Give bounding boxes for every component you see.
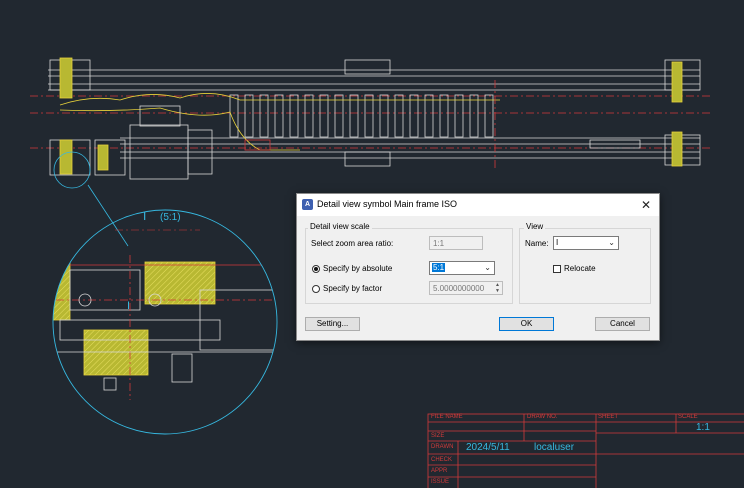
name-label: Name:	[525, 239, 549, 248]
view-group-legend: View	[524, 222, 545, 231]
absolute-scale-value: 5:1	[432, 263, 445, 272]
section-label: I	[143, 209, 146, 223]
chevron-down-icon[interactable]: ⌄	[608, 237, 615, 249]
tb-sheet: SHEET	[598, 414, 618, 420]
tb-user: localuser	[534, 442, 574, 453]
zoom-ratio-field: 1:1	[429, 236, 483, 250]
setting-button[interactable]: Setting...	[305, 317, 360, 331]
tb-check: CHECK	[431, 457, 452, 463]
dialog-title: Detail view symbol Main frame ISO	[317, 199, 457, 209]
ok-button[interactable]: OK	[499, 317, 554, 331]
tb-appr: APPR	[431, 468, 447, 474]
view-name-combo[interactable]: I ⌄	[553, 236, 619, 250]
factor-input: 5.0000000000 ▲▼	[429, 281, 503, 295]
relocate-label[interactable]: Relocate	[564, 264, 596, 273]
close-icon[interactable]: ✕	[637, 196, 655, 214]
absolute-radio[interactable]	[312, 265, 320, 273]
view-name-value: I	[556, 238, 558, 247]
detail-boundary-large	[53, 210, 277, 434]
scale-group-legend: Detail view scale	[308, 222, 372, 231]
main-frame-drawing	[30, 58, 710, 179]
zoom-ratio-label: Select zoom area ratio:	[311, 239, 393, 248]
dialog-titlebar[interactable]: A Detail view symbol Main frame ISO ✕	[297, 194, 659, 216]
cancel-button[interactable]: Cancel	[595, 317, 650, 331]
tb-date: 2024/5/11	[466, 442, 510, 453]
enlarged-detail-view	[40, 255, 290, 400]
tb-scale-value: 1:1	[696, 422, 710, 433]
factor-label[interactable]: Specify by factor	[323, 284, 382, 293]
section-scale: (5:1)	[160, 212, 181, 223]
tb-file-name: FILE NAME	[431, 414, 463, 420]
tb-issue: ISSUE	[431, 479, 449, 485]
factor-value: 5.0000000000	[433, 284, 484, 293]
spinner-icon: ▲▼	[495, 282, 500, 294]
absolute-label[interactable]: Specify by absolute	[323, 264, 392, 273]
absolute-scale-combo[interactable]: 5:1 ⌄	[429, 261, 495, 275]
chevron-down-icon[interactable]: ⌄	[484, 262, 491, 274]
detail-view-dialog: A Detail view symbol Main frame ISO ✕ De…	[296, 193, 660, 341]
relocate-checkbox[interactable]	[553, 265, 561, 273]
tb-scale-header: SCALE	[678, 414, 698, 420]
tb-drawn: DRAWN	[431, 444, 453, 450]
tb-size: SIZE	[431, 433, 444, 439]
factor-radio[interactable]	[312, 285, 320, 293]
detail-label: I	[127, 300, 130, 312]
tb-drawing-no: DRAW NO.	[527, 414, 557, 420]
app-logo-icon: A	[302, 199, 313, 210]
